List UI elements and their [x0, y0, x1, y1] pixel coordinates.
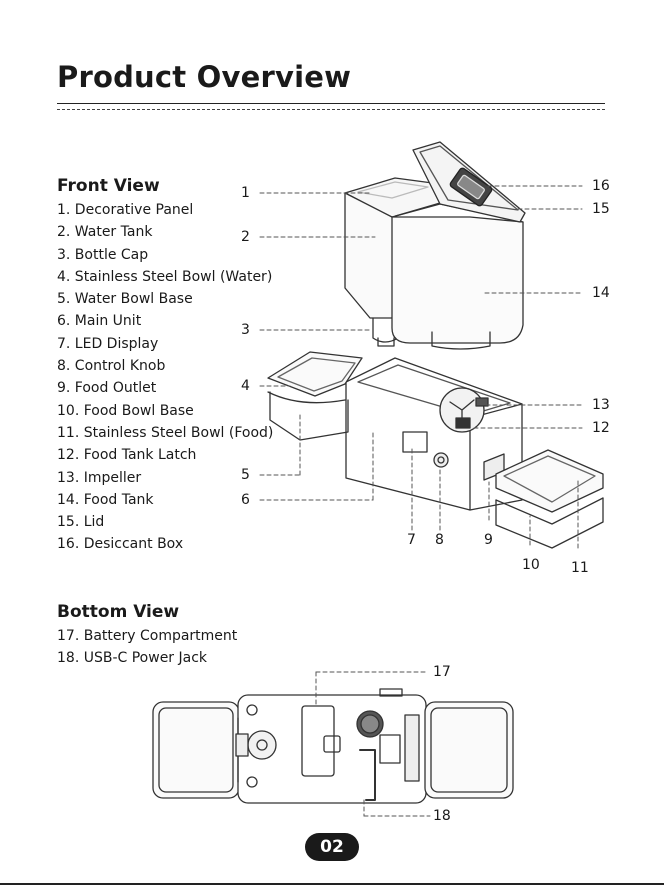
- callout-2: 2: [241, 229, 250, 245]
- callout-5: 5: [241, 467, 250, 483]
- callout-1: 1: [241, 185, 250, 201]
- list-item: 4. Stainless Steel Bowl (Water): [57, 268, 273, 285]
- callout-16: 16: [592, 178, 610, 194]
- callout-15: 15: [592, 201, 610, 217]
- list-item: 5. Water Bowl Base: [57, 291, 193, 308]
- list-item: 17. Battery Compartment: [57, 628, 238, 644]
- callout-4: 4: [241, 378, 250, 394]
- page-number-badge: 02: [305, 833, 359, 861]
- callout-18: 18: [433, 808, 451, 824]
- callout-9: 9: [484, 532, 493, 548]
- list-item: 16. Desiccant Box: [57, 536, 184, 553]
- food-bowl-drawing: [495, 449, 604, 549]
- callout-8: 8: [435, 532, 444, 548]
- food-tank-drawing: [391, 203, 524, 350]
- callout-12: 12: [592, 420, 610, 436]
- list-item: 8. Control Knob: [57, 358, 166, 375]
- bottom-callout-leaders: [315, 671, 431, 817]
- list-item: 11. Stainless Steel Bowl (Food): [57, 424, 274, 441]
- list-item: 7. LED Display: [57, 335, 159, 352]
- bottom-view-heading: Bottom View: [57, 602, 180, 622]
- main-unit-drawing: [345, 357, 523, 511]
- bottom-view-parts-list: 17. Battery Compartment 18. USB-C Power …: [57, 625, 237, 670]
- list-item: 1. Decorative Panel: [57, 202, 194, 218]
- list-item: 6. Main Unit: [57, 313, 142, 330]
- title-divider: [57, 103, 605, 104]
- front-callout-leaders: [259, 185, 583, 549]
- list-item: 14. Food Tank: [57, 491, 154, 508]
- footer-divider: [0, 883, 664, 885]
- list-item: 2. Water Tank: [57, 224, 153, 241]
- callout-6: 6: [241, 492, 250, 508]
- callout-14: 14: [592, 285, 610, 301]
- title-divider-dashed: [57, 109, 605, 110]
- callout-10: 10: [522, 557, 540, 573]
- water-bowl-drawing: [267, 351, 363, 441]
- page-title: Product Overview: [57, 60, 352, 94]
- callout-3: 3: [241, 322, 250, 338]
- lid-drawing: [412, 141, 526, 223]
- list-item: 12. Food Tank Latch: [57, 447, 197, 464]
- front-view-heading: Front View: [57, 176, 160, 196]
- bottom-view-drawing: [152, 688, 514, 804]
- list-item: 10. Food Bowl Base: [57, 402, 194, 419]
- list-item: 18. USB-C Power Jack: [57, 650, 208, 667]
- list-item: 3. Bottle Cap: [57, 246, 149, 263]
- callout-11: 11: [571, 560, 589, 576]
- list-item: 15. Lid: [57, 514, 105, 531]
- callout-7: 7: [407, 532, 416, 548]
- list-item: 13. Impeller: [57, 469, 142, 486]
- list-item: 9. Food Outlet: [57, 380, 157, 397]
- front-view-parts-list: 1. Decorative Panel 2. Water Tank 3. Bot…: [57, 199, 273, 556]
- callout-13: 13: [592, 397, 610, 413]
- callout-17: 17: [433, 664, 451, 680]
